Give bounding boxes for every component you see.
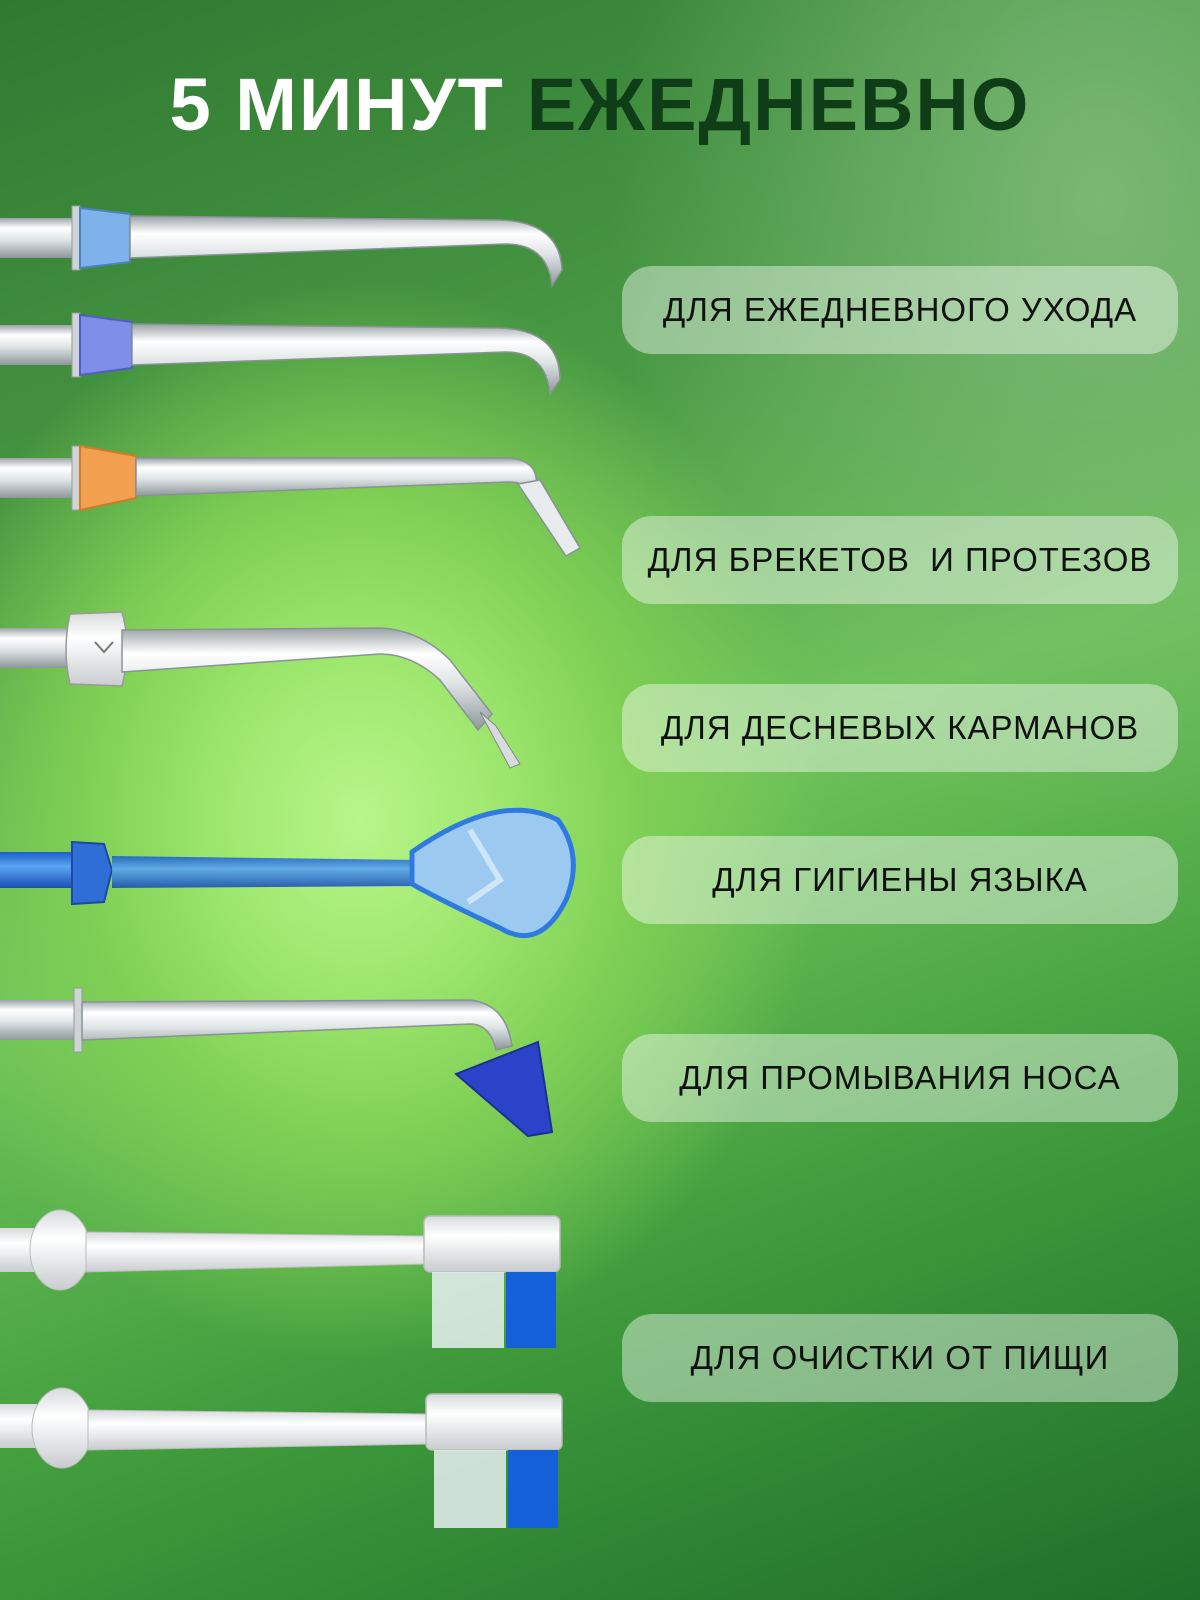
label-tongue: ДЛЯ ГИГИЕНЫ ЯЗЫКА (622, 836, 1178, 924)
label-nasal-text: ДЛЯ ПРОМЫВАНИЯ НОСА (679, 1059, 1121, 1096)
nozzle-gum-pockets (0, 611, 521, 769)
nozzle-tongue-cleaner (0, 807, 576, 939)
title-part-green: ЕЖЕДНЕВНО (526, 63, 1031, 146)
nozzle-daily-care-2 (0, 312, 561, 397)
label-gum-pockets-text: ДЛЯ ДЕСНЕВЫХ КАРМАНОВ (660, 709, 1140, 746)
nozzle-illustrations (0, 205, 582, 1528)
nozzle-brush-2 (0, 1387, 563, 1528)
label-braces-text: ДЛЯ БРЕКЕТОВ И ПРОТЕЗОВ (647, 541, 1153, 578)
nozzle-braces (0, 444, 582, 557)
nozzle-brush-1 (0, 1209, 561, 1348)
page-title: 5 МИНУТ ЕЖЕДНЕВНО (0, 62, 1200, 147)
label-nasal: ДЛЯ ПРОМЫВАНИЯ НОСА (622, 1034, 1178, 1122)
label-food-cleaning-text: ДЛЯ ОЧИСТКИ ОТ ПИЩИ (690, 1339, 1110, 1376)
label-gum-pockets: ДЛЯ ДЕСНЕВЫХ КАРМАНОВ (622, 684, 1178, 772)
title-part-white: 5 МИНУТ (169, 63, 505, 146)
nozzle-nasal-rinse (0, 987, 554, 1138)
label-food-cleaning: ДЛЯ ОЧИСТКИ ОТ ПИЩИ (622, 1314, 1178, 1402)
label-daily-care-text: ДЛЯ ЕЖЕДНЕВНОГО УХОДА (662, 291, 1138, 328)
nozzle-daily-care-1 (0, 205, 563, 289)
label-daily-care: ДЛЯ ЕЖЕДНЕВНОГО УХОДА (622, 266, 1178, 354)
label-braces: ДЛЯ БРЕКЕТОВ И ПРОТЕЗОВ (622, 516, 1178, 604)
label-tongue-text: ДЛЯ ГИГИЕНЫ ЯЗЫКА (712, 861, 1088, 898)
